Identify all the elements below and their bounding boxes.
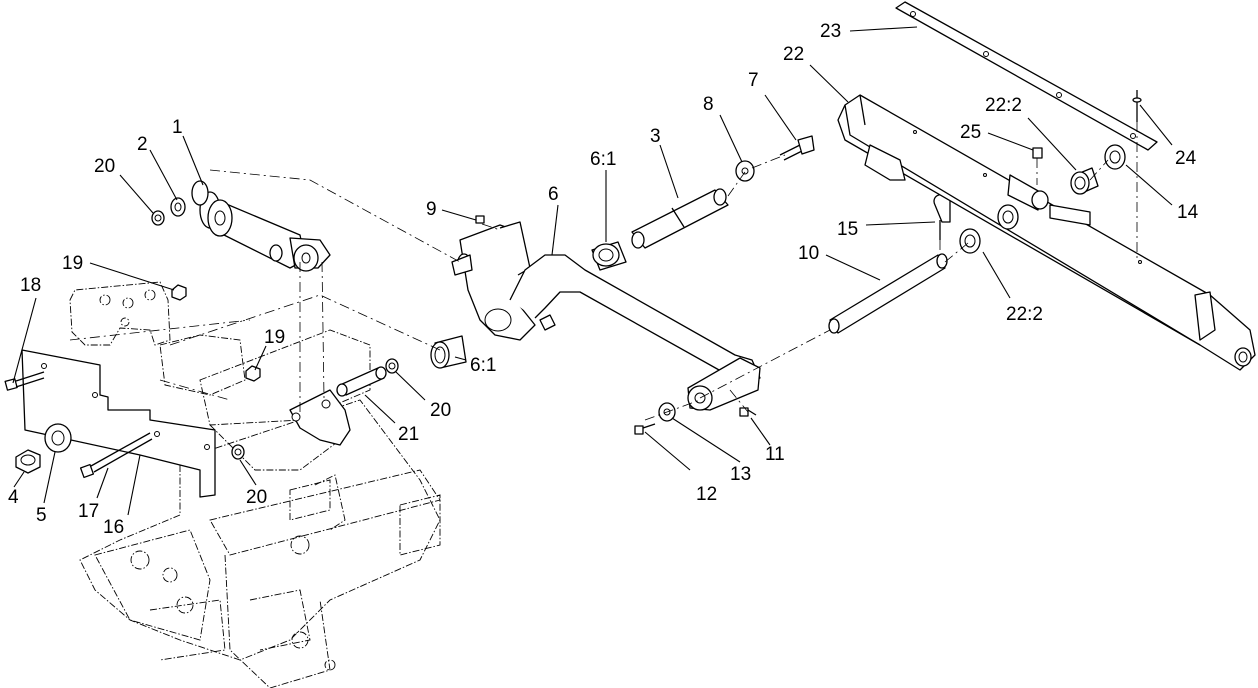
- callout-19-top: 19: [62, 253, 83, 274]
- callout-8: 8: [703, 94, 714, 115]
- lynch-pin-part-15: [933, 193, 951, 240]
- callout-18: 18: [20, 275, 41, 296]
- clip-part-20-lower: [231, 444, 245, 460]
- leader-lines: [12, 26, 1173, 516]
- callout-14: 14: [1177, 202, 1199, 223]
- callout-2: 2: [137, 134, 148, 155]
- bushing-part-22-2-left: [959, 204, 1019, 254]
- callout-4: 4: [8, 487, 19, 508]
- callout-20-lower: 20: [246, 487, 267, 508]
- callout-20-pin: 20: [430, 400, 451, 421]
- ghost-frame: [69, 281, 441, 688]
- callout-6-1-lower: 6:1: [470, 355, 496, 376]
- washer-part-2: [170, 197, 186, 217]
- beam-part-22: [837, 94, 1256, 371]
- lift-arm-part-6: [451, 221, 761, 411]
- callout-23: 23: [820, 21, 841, 42]
- cylinder-part-1: [191, 180, 331, 272]
- callout-10: 10: [798, 243, 819, 264]
- callout-13: 13: [730, 464, 751, 485]
- callout-19-mid: 19: [264, 327, 285, 348]
- callout-11: 11: [765, 444, 785, 465]
- nut-part-4: [15, 449, 41, 474]
- grease-fitting-part-9: [475, 215, 485, 224]
- callout-9: 9: [426, 199, 437, 220]
- bushing-part-6-1-lower: [430, 335, 467, 369]
- washer-part-5: [44, 423, 72, 453]
- callout-7: 7: [748, 70, 759, 91]
- bushing-part-6-1-upper: [591, 241, 627, 271]
- bolt-part-12: [634, 423, 656, 435]
- callout-6: 6: [548, 184, 559, 205]
- grease-fitting-part-25: [1032, 147, 1043, 159]
- bolt-part-17: [79, 432, 153, 479]
- bushing-part-22-2-right: [1070, 167, 1099, 195]
- callout-15: 15: [837, 219, 858, 240]
- nut-part-19-mid: [245, 365, 261, 382]
- bolt-part-18: [4, 371, 45, 391]
- callout-21: 21: [398, 424, 419, 445]
- washer-part-14: [1104, 144, 1126, 170]
- callout-22-2-lower: 22:2: [1006, 304, 1043, 325]
- shaft-part-3: [631, 188, 729, 249]
- callout-16: 16: [103, 517, 124, 538]
- callout-17: 17: [78, 501, 99, 522]
- strip-part-23: [895, 1, 1158, 151]
- washer-part-8: [735, 160, 755, 182]
- callout-22-2-upper: 22:2: [985, 95, 1022, 116]
- callout-22: 22: [783, 44, 804, 65]
- clip-part-20-top: [151, 210, 165, 226]
- callout-20-top: 20: [94, 156, 115, 177]
- mount-bracket: [289, 389, 351, 446]
- callout-3: 3: [650, 126, 661, 147]
- callout-6-1-upper: 6:1: [590, 149, 616, 170]
- nut-part-19-top: [171, 284, 187, 301]
- plate-part-16: [21, 349, 216, 498]
- alignment-lines: [69, 122, 1138, 421]
- pin-part-21: [336, 366, 387, 397]
- clip-part-20-pin: [385, 358, 399, 374]
- callout-25: 25: [960, 122, 981, 143]
- screw-part-24: [1132, 90, 1142, 122]
- callout-5: 5: [36, 505, 47, 526]
- callout-12: 12: [696, 484, 717, 505]
- callout-1: 1: [172, 117, 183, 138]
- pin-part-10: [828, 253, 948, 334]
- bolt-part-7: [779, 135, 815, 161]
- callout-24: 24: [1175, 148, 1197, 169]
- callouts: 1 2 3 4 5 6 6:1 6:1 7 8 9 10 11 12 13 14…: [8, 21, 1199, 538]
